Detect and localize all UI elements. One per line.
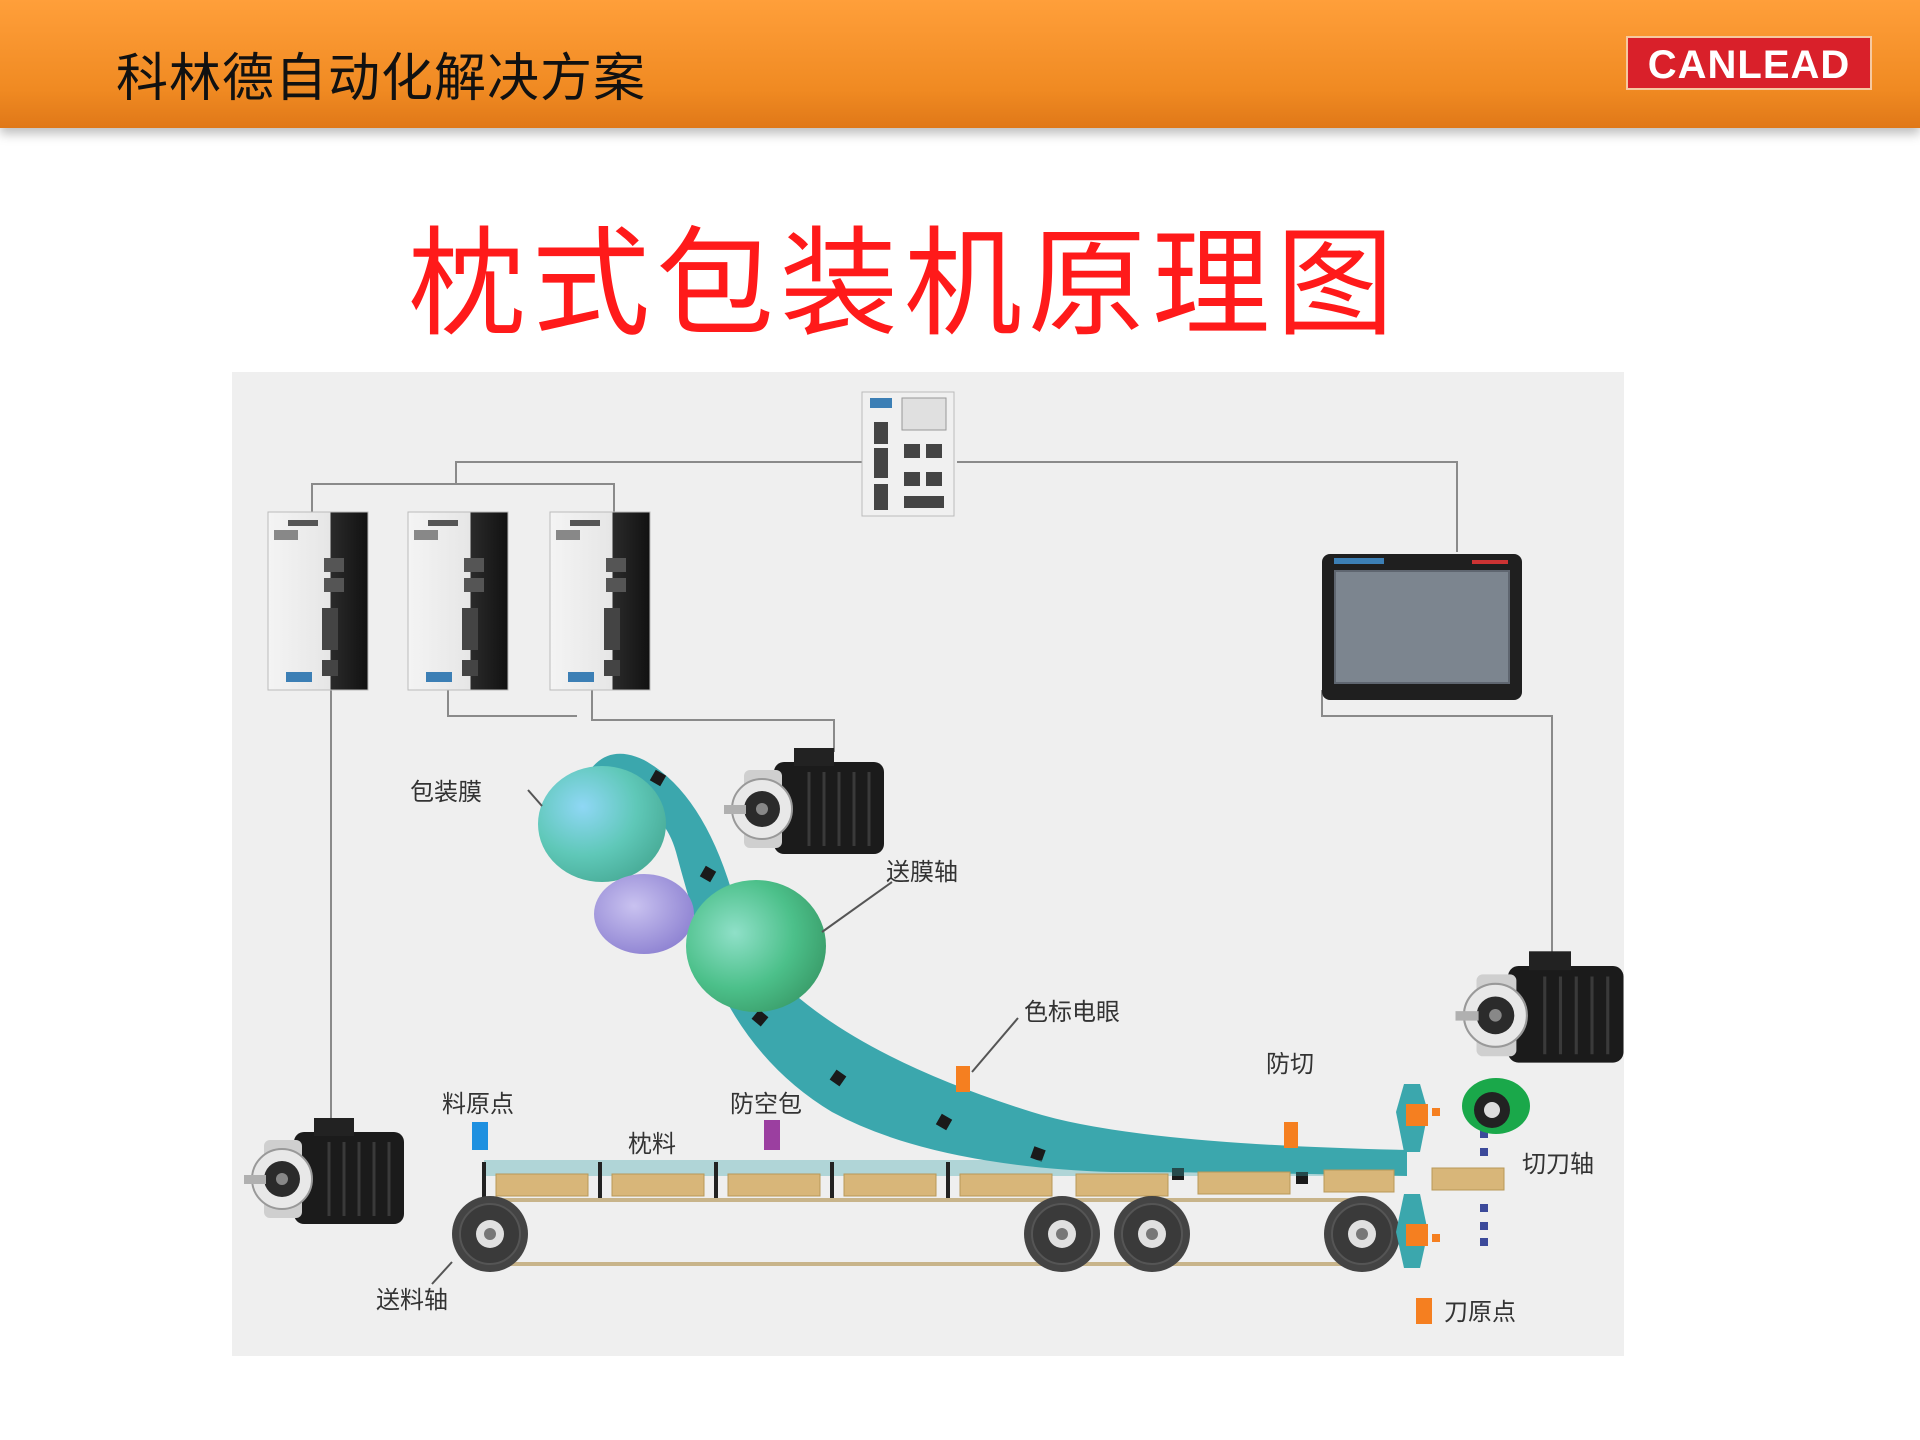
servo-drive-icon [407,511,509,691]
brand-logo: CANLEAD [1626,36,1872,90]
roller-icon [1023,1195,1101,1273]
servo-drive-icon [549,511,651,691]
label-cutter-axis: 切刀轴 [1522,1150,1594,1178]
header-title: 科林德自动化解决方案 [116,49,647,109]
pressure-roller [594,874,694,954]
conveyor [451,1160,1505,1273]
hmi-touchscreen-icon [1322,554,1522,700]
label-cutter-origin: 刀原点 [1444,1298,1516,1326]
label-pillow-material: 枕料 [628,1130,676,1158]
film-path [582,753,1407,1176]
cutter-origin-sensor [1416,1298,1432,1324]
cutter-assembly [1396,1078,1530,1268]
pillow-packing-diagram: 包装膜 送膜轴 色标电眼 防切 料原点 防空包 枕料 切刀轴 送料轴 刀原点 [242,391,1626,1326]
label-color-mark-eye: 色标电眼 [1024,998,1120,1026]
servo-motor-icon [242,1116,406,1226]
servo-drive-icon [267,511,369,691]
header-bar: 科林德自动化解决方案 CANLEAD [0,0,1920,128]
plc-controller-icon [861,391,955,517]
servo-motor-icon [722,746,886,856]
film-axis-roller [686,880,826,1012]
label-material-origin: 料原点 [442,1090,514,1118]
label-empty-bag-prevention: 防空包 [730,1090,802,1118]
roller-icon [1113,1195,1191,1273]
empty-bag-sensor [764,1120,780,1150]
film-roll [538,766,666,882]
color-mark-eye-sensor [956,1066,970,1092]
label-feed-axis: 送料轴 [376,1286,448,1314]
label-film-axis: 送膜轴 [886,858,958,886]
material-origin-sensor [472,1122,488,1150]
slide-title: 枕式包装机原理图 [407,215,1400,353]
roller-icon [451,1195,529,1273]
anti-cut-sensor [1284,1122,1298,1148]
label-anti-cut: 防切 [1266,1050,1314,1078]
servo-motor-icon [1453,949,1626,1065]
roller-icon [1323,1195,1401,1273]
label-film: 包装膜 [410,778,482,806]
diagram-panel: 包装膜 送膜轴 色标电眼 防切 料原点 防空包 枕料 切刀轴 送料轴 刀原点 [232,372,1626,1356]
